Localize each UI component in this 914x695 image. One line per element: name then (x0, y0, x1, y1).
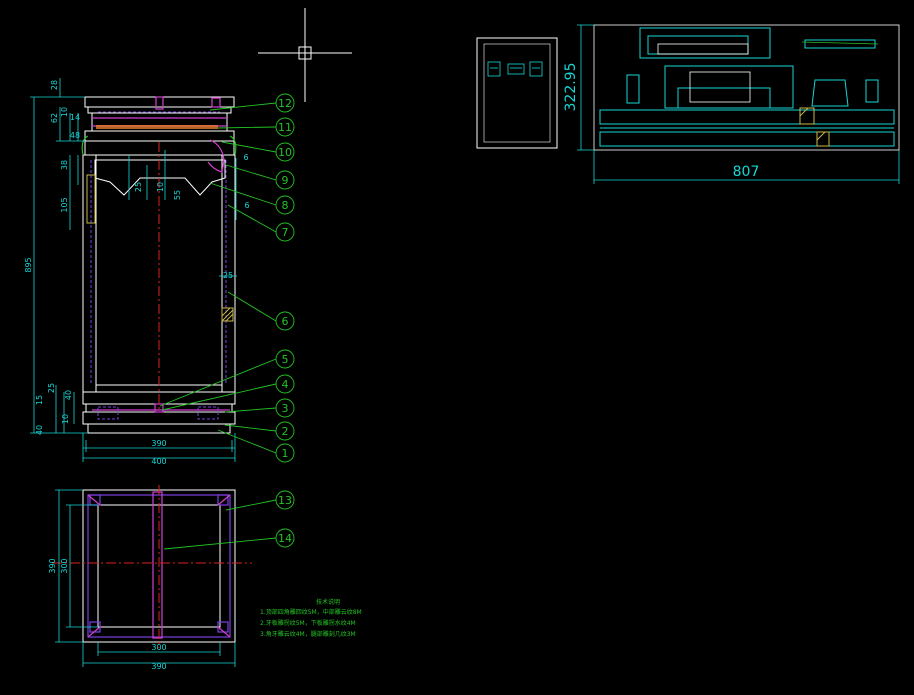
side-relief-panel (86, 174, 96, 224)
dim-left-2: 10 (60, 107, 69, 117)
band-hatch (96, 125, 218, 129)
notes-title: 技术说明 (316, 598, 340, 606)
dim-overall-height: 895 (24, 257, 33, 272)
balloon-8: 8 (282, 199, 289, 212)
thumbnail-sheet-preview (476, 37, 558, 149)
notes-line-1: 1.顶部四角雕回纹5M，中部雕云纹8M (260, 608, 362, 616)
notes-line-3: 3.角牙雕云纹4M，腿部雕刻几纹3M (260, 630, 356, 638)
dim-left-11: 10 (61, 414, 70, 424)
balloon-2: 2 (282, 425, 289, 438)
dim-left-1: 62 (50, 113, 59, 123)
balloon-12: 12 (278, 97, 292, 110)
balloon-7: 7 (282, 226, 289, 239)
dim-left-9: 40 (64, 390, 73, 400)
plan-dim-300-bottom: 300 (151, 643, 166, 652)
leg-section-hatch (221, 307, 234, 322)
dim-left-3: 14 (70, 113, 80, 122)
balloon-6: 6 (282, 315, 289, 328)
overview-width-dim: 807 (733, 164, 760, 180)
plan-view: 390 300 300 390 13 14 (48, 485, 295, 671)
dim-bottom-390: 390 (151, 439, 166, 448)
dim-inner-5: 6 (244, 201, 249, 210)
overview-height-dim: 322.95 (563, 63, 579, 112)
dim-top-cap: 28 (50, 80, 59, 90)
balloon-5: 5 (282, 353, 289, 366)
balloon-4: 4 (282, 378, 289, 391)
balloon-11: 11 (278, 121, 292, 134)
dim-left-6: 105 (60, 197, 69, 212)
plan-dim-390-bottom: 390 (151, 662, 166, 671)
dim-leg-width: 25 (223, 271, 233, 280)
balloon-14: 14 (278, 532, 292, 545)
dim-inner-1: 25 (134, 182, 143, 192)
notes-line-2: 2.牙板雕拐纹5M，下板雕拐水纹4M (260, 619, 356, 627)
dim-left-5: 38 (60, 160, 69, 170)
dim-inner-4: 6 (243, 153, 248, 162)
balloon-3: 3 (282, 402, 289, 415)
balloon-13: 13 (278, 494, 292, 507)
crosshair-cursor-icon (258, 8, 352, 102)
dim-left-4: 48 (70, 131, 80, 140)
front-elevation-view (81, 96, 237, 434)
plan-dim-300-left: 300 (60, 558, 69, 573)
dim-left-10: 15 (35, 395, 44, 405)
plan-dim-390-left: 390 (48, 558, 57, 573)
dim-left-12: 40 (35, 425, 44, 435)
balloon-10: 10 (278, 146, 292, 159)
dim-inner-2: 10 (156, 182, 165, 192)
part-balloons: 12 11 10 9 8 7 6 5 4 3 2 1 (159, 93, 295, 463)
overview-sheet: 322.95 807 (563, 24, 900, 184)
balloon-1: 1 (282, 447, 289, 460)
dim-left-8: 25 (47, 383, 56, 393)
side-dimension-lines (30, 78, 237, 462)
balloon-9: 9 (282, 174, 289, 187)
dim-bottom-400: 400 (151, 457, 166, 466)
dim-inner-3: 55 (173, 190, 182, 200)
technical-notes: 技术说明 1.顶部四角雕回纹5M，中部雕云纹8M 2.牙板雕拐纹5M，下板雕拐水… (260, 598, 362, 638)
